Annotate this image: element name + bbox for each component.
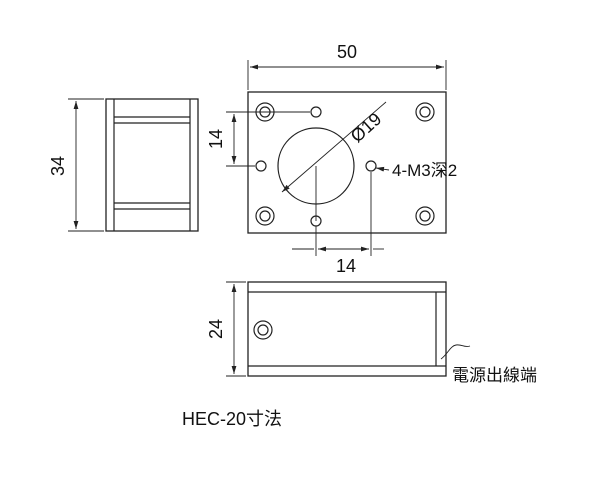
dimension-50: 50	[247, 42, 447, 90]
corner-hole-bottom-right	[415, 206, 435, 226]
m3-hole-right	[365, 160, 377, 172]
dimension-14-horizontal: 14	[292, 172, 384, 276]
power-outlet-label: 電源出線端	[452, 366, 537, 385]
dimension-14-horizontal-label: 14	[336, 256, 356, 276]
dimension-34: 34	[48, 98, 104, 232]
corner-hole-bottom-left	[255, 206, 275, 226]
tapped-hole-note: 4-M3深2	[375, 161, 457, 180]
front-view-hole	[253, 320, 273, 340]
drawing-caption: HEC-20寸法	[182, 409, 282, 429]
corner-hole-top-right	[415, 102, 435, 122]
side-view-outline	[105, 98, 199, 232]
dimension-14-vertical-label: 14	[206, 129, 226, 149]
side-view	[105, 98, 199, 232]
front-view-outline	[247, 281, 447, 377]
dimension-50-label: 50	[337, 42, 357, 62]
top-view	[247, 91, 447, 234]
dimension-24: 24	[206, 281, 246, 377]
bore-diameter-label: Ø19	[347, 109, 386, 147]
dimension-24-label: 24	[206, 319, 226, 339]
power-outlet-note: 電源出線端	[440, 344, 537, 385]
tapped-hole-note-label: 4-M3深2	[392, 161, 457, 180]
dimension-14-vertical: 14	[206, 111, 310, 167]
top-view-outline	[247, 91, 447, 234]
front-view	[247, 281, 447, 377]
m3-hole-left	[255, 160, 267, 172]
dimension-34-label: 34	[48, 156, 68, 176]
m3-hole-top	[310, 106, 322, 118]
